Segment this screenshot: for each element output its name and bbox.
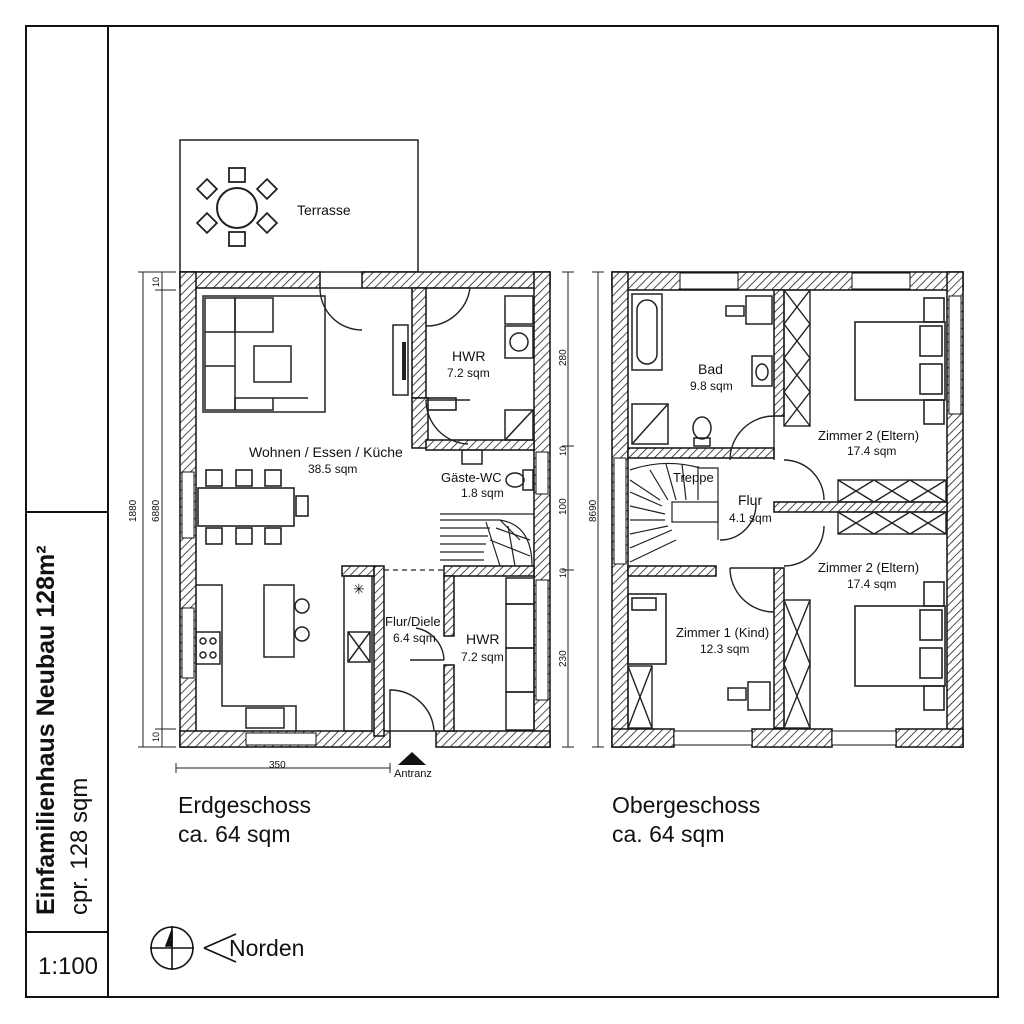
north-compass-icon (150, 926, 237, 970)
upper-floor-title: Obergeschoss (612, 792, 761, 818)
terrace-table (195, 167, 279, 247)
room-label-hall-upper: Flur (738, 492, 762, 508)
sheet-title-block: Einfamilienhaus Neubau 128m² cpr. 128 sq… (8, 520, 103, 930)
room-label-bath: Bad (698, 361, 723, 377)
ground-floor-title: Erdgeschoss (178, 792, 311, 818)
living-shelf (392, 324, 409, 396)
upper-beds (627, 297, 946, 711)
dim-upper-4: 10 (558, 446, 568, 456)
upper-floor-walls (611, 271, 964, 748)
room-area-bath: 9.8 sqm (690, 379, 733, 393)
dim-upper-5: 10 (558, 568, 568, 578)
kitchen-counter (195, 575, 373, 732)
north-label: Norden (229, 935, 305, 961)
ground-dimensions (138, 271, 574, 773)
room-area-kid: 12.3 sqm (700, 642, 749, 656)
room-area-hwr-bottom: 7.2 sqm (461, 650, 504, 664)
room-area-living: 38.5 sqm (308, 462, 357, 476)
dim-ground-top: 10 (151, 277, 161, 287)
room-label-bedroom-top: Zimmer 2 (Eltern) (818, 428, 919, 443)
dim-upper-1: 280 (558, 349, 569, 366)
dim-upper-3: 230 (558, 650, 569, 667)
room-area-bedroom-bottom: 17.4 sqm (847, 577, 896, 591)
ground-stairs (440, 513, 534, 567)
room-label-kid: Zimmer 1 (Kind) (676, 625, 769, 640)
entrance-label: Antranz (394, 768, 432, 780)
upper-dimensions (592, 271, 604, 748)
room-label-bedroom-bottom: Zimmer 2 (Eltern) (818, 560, 919, 575)
room-label-hwr-top: HWR (452, 348, 485, 364)
living-sofa (202, 295, 326, 413)
upper-stairs (629, 462, 719, 563)
room-label-hall: Flur/Diele (385, 614, 441, 629)
room-area-hwr-top: 7.2 sqm (447, 366, 490, 380)
ground-floor-windows (181, 451, 549, 746)
entrance-arrow (398, 752, 426, 765)
sheet-subtitle: cpr. 128 sqm (66, 777, 93, 915)
kid-desk (727, 681, 771, 711)
dining-table (197, 469, 309, 545)
ground-floor-walls (179, 271, 551, 748)
hwr-appliances (504, 295, 534, 441)
hwr-lower-shelves (505, 577, 535, 731)
upper-floor-caption: Obergeschoss ca. 64 sqm (612, 791, 760, 849)
ground-floor-plan: ✳ (138, 139, 574, 773)
sheet-title: Einfamilienhaus Neubau 128m² (32, 545, 60, 915)
ground-floor-caption: Erdgeschoss ca. 64 sqm (178, 791, 311, 849)
guest-wc (461, 449, 534, 491)
room-area-hall: 6.4 sqm (393, 631, 436, 645)
room-label-stairs: Treppe (673, 470, 714, 485)
dim-ground-inner: 6880 (151, 499, 162, 522)
upper-floor-doors (719, 415, 825, 613)
room-label-terrace: Terrasse (297, 202, 351, 218)
room-label-living: Wohnen / Essen / Küche (249, 444, 403, 460)
dim-ground-bottom: 10 (151, 732, 161, 742)
upper-floor-area: ca. 64 sqm (612, 821, 725, 847)
room-area-guest-wc: 1.8 sqm (461, 486, 504, 500)
bathroom-fixtures (631, 293, 773, 447)
room-area-hall-upper: 4.1 sqm (729, 511, 772, 525)
dim-upper-total: 8690 (588, 499, 599, 522)
kitchen-symbol: ✳ (353, 581, 365, 597)
dim-ground-total: 1880 (128, 499, 139, 522)
upper-wardrobes (627, 289, 947, 729)
upper-floor-windows (613, 272, 962, 746)
dim-ground-width: 350 (269, 760, 286, 771)
room-label-guest-wc: Gäste-WC (441, 470, 502, 485)
room-label-hwr-bottom: HWR (466, 631, 499, 647)
upper-floor-plan (592, 271, 964, 748)
room-area-bedroom-top: 17.4 sqm (847, 444, 896, 458)
ground-floor-area: ca. 64 sqm (178, 821, 291, 847)
living-shelf-inner (402, 342, 406, 380)
dim-upper-2: 100 (558, 498, 569, 515)
sheet-scale: 1:100 (37, 953, 99, 980)
